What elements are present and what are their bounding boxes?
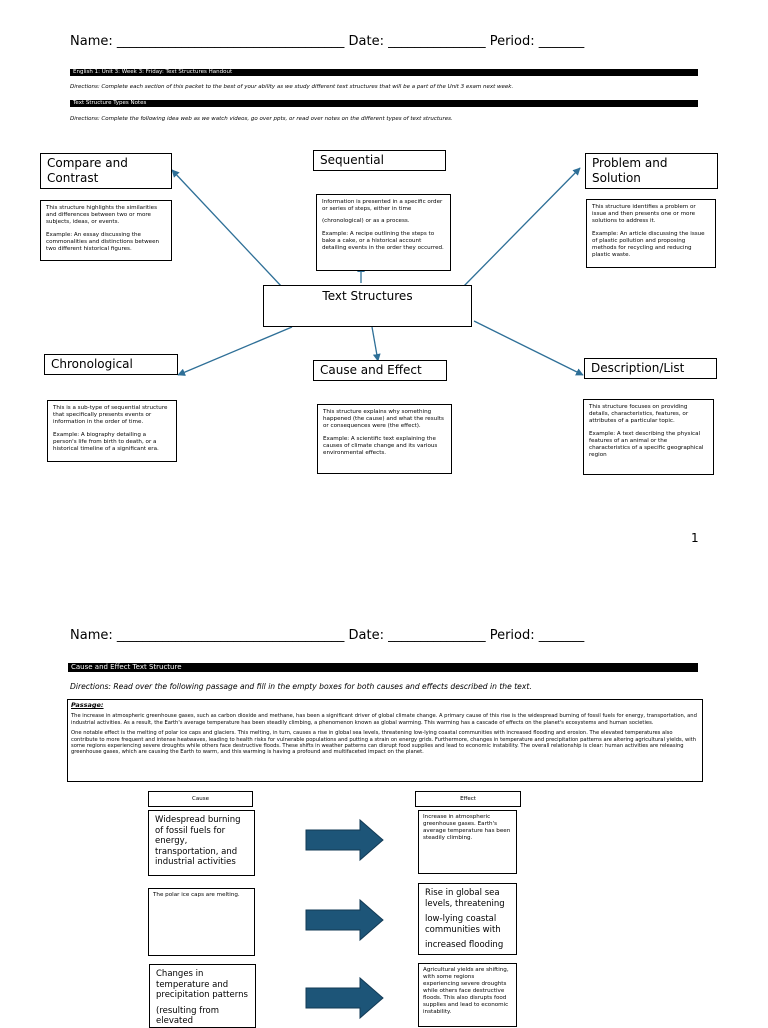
- cause-effect-title-box: Cause and Effect: [313, 360, 447, 381]
- description-title-box: Description/List: [584, 358, 717, 379]
- block-arrow-right-icon: [305, 898, 384, 942]
- effect-3-text: Agricultural yields are shifting, with s…: [423, 967, 509, 1015]
- compare-desc: This structure highlights the similariti…: [46, 205, 158, 226]
- description-desc: This structure focuses on providing deta…: [589, 404, 689, 425]
- sequential-title-box: Sequential: [313, 150, 446, 171]
- block-arrow-right-icon: [305, 976, 384, 1020]
- compare-title-box: Compare and Contrast: [40, 153, 172, 189]
- description-title: Description/List: [591, 361, 685, 375]
- cause-column-label: Cause: [148, 791, 253, 807]
- text-structures-center: Text Structures: [263, 285, 472, 327]
- problem-desc-box: This structure identifies a problem or i…: [586, 199, 716, 268]
- cause-2-text: The polar ice caps are melting.: [153, 892, 240, 898]
- chronological-title-box: Chronological: [44, 354, 178, 375]
- sequential-desc: Information is presented in a specific o…: [322, 199, 443, 213]
- page2-directions: Directions: Read over the following pass…: [70, 682, 532, 691]
- page2-header: Name: __________________________________…: [70, 628, 585, 643]
- cause-effect-example: Example: A scientific text explaining th…: [323, 435, 438, 457]
- chronological-desc: This is a sub-type of sequential structu…: [53, 405, 168, 426]
- chronological-desc-box: This is a sub-type of sequential structu…: [47, 400, 177, 462]
- block-arrow-right-icon: [305, 818, 384, 862]
- cause-box-2[interactable]: The polar ice caps are melting.: [148, 888, 255, 956]
- page1-handout-bar: English 1: Unit 3: Week 3: Friday: Text …: [70, 69, 698, 76]
- sequential-title: Sequential: [320, 153, 384, 167]
- effect-box-2[interactable]: Rise in global sea levels, threatening l…: [418, 883, 517, 955]
- center-label: Text Structures: [322, 289, 413, 303]
- passage-box: Passage: The increase in atmospheric gre…: [67, 699, 703, 782]
- effect-1-text: Increase in atmospheric greenhouse gases…: [423, 814, 511, 841]
- problem-title: Problem and Solution: [592, 156, 668, 185]
- cause-effect-desc: This structure explains why something ha…: [323, 409, 444, 430]
- cause-1-text: Widespread burning of fossil fuels for e…: [155, 815, 241, 867]
- passage-heading: Passage:: [71, 701, 104, 709]
- chronological-example: Example: A biography detailing a person'…: [53, 431, 159, 453]
- sequential-example: Example: A recipe outlining the steps to…: [322, 230, 444, 252]
- cause-3-text-b: (resulting from elevated: [156, 1005, 219, 1027]
- effect-2-text-c: increased flooding: [425, 940, 504, 950]
- compare-title: Compare and Contrast: [47, 156, 128, 185]
- arrow-to-cause: [371, 326, 381, 362]
- page2-title-bar: Cause and Effect Text Structure: [68, 663, 698, 672]
- chronological-title: Chronological: [51, 357, 133, 371]
- compare-example: Example: An essay discussing the commona…: [46, 231, 160, 253]
- effect-column-label: Effect: [415, 791, 521, 807]
- cause-effect-title: Cause and Effect: [320, 363, 422, 377]
- problem-example: Example: An article discussing the issue…: [592, 230, 705, 259]
- page1-directions: Directions: Complete each section of thi…: [70, 84, 514, 90]
- effect-2-text-a: Rise in global sea levels, threatening: [425, 888, 505, 909]
- arrow-to-compare: [171, 169, 283, 288]
- description-example: Example: A text describing the physical …: [589, 430, 704, 459]
- arrow-to-description: [473, 320, 584, 376]
- page1-notes-bar: Text Structure Types Notes: [70, 100, 698, 107]
- arrow-to-problem: [462, 167, 581, 288]
- cause-3-text-a: Changes in temperature and precipitation…: [156, 969, 248, 1000]
- sequential-desc-2: (chronological) or as a process.: [322, 218, 410, 225]
- cause-effect-desc-box: This structure explains why something ha…: [317, 404, 452, 474]
- arrow-to-chronological: [177, 326, 293, 376]
- page-number: 1: [691, 531, 699, 545]
- problem-desc: This structure identifies a problem or i…: [592, 204, 696, 225]
- page1-header: Name: __________________________________…: [70, 34, 585, 49]
- passage-paragraph-2: One notable effect is the melting of pol…: [71, 730, 696, 756]
- description-desc-box: This structure focuses on providing deta…: [583, 399, 714, 475]
- problem-title-box: Problem and Solution: [585, 153, 718, 189]
- effect-box-1[interactable]: Increase in atmospheric greenhouse gases…: [418, 810, 517, 874]
- sequential-desc-box: Information is presented in a specific o…: [316, 194, 451, 271]
- passage-paragraph-1: The increase in atmospheric greenhouse g…: [71, 713, 697, 726]
- cause-box-1[interactable]: Widespread burning of fossil fuels for e…: [148, 810, 255, 876]
- compare-desc-box: This structure highlights the similariti…: [40, 200, 172, 261]
- effect-2-text-b: low-lying coastal communities with: [425, 914, 501, 935]
- page1-web-directions: Directions: Complete the following idea …: [70, 116, 453, 122]
